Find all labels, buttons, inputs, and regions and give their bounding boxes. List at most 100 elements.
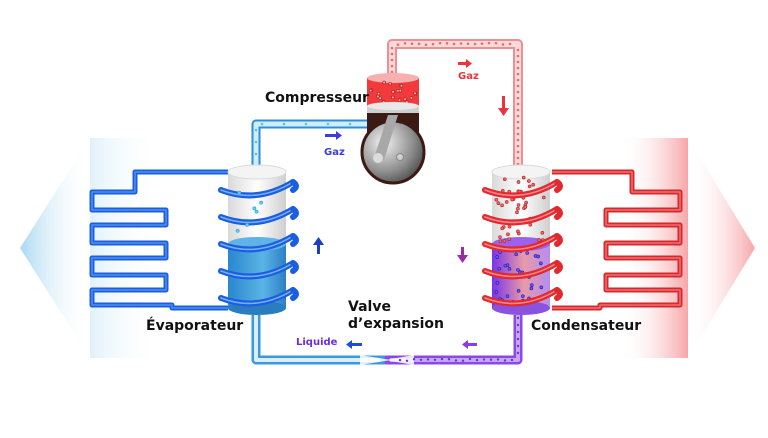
particle bbox=[541, 195, 546, 200]
particle bbox=[516, 289, 521, 293]
particle bbox=[516, 78, 520, 82]
particle bbox=[516, 180, 521, 184]
particle bbox=[529, 286, 534, 291]
particle bbox=[494, 41, 498, 45]
particle bbox=[516, 323, 520, 327]
particle bbox=[506, 232, 510, 237]
particle bbox=[507, 224, 512, 229]
particle bbox=[516, 351, 520, 355]
arrow-down-condenser bbox=[457, 247, 468, 263]
particle bbox=[507, 237, 512, 241]
particle bbox=[235, 228, 240, 233]
particle bbox=[391, 90, 395, 94]
liquid-label: Liquide bbox=[296, 337, 338, 348]
particle bbox=[516, 316, 520, 320]
particle bbox=[508, 42, 512, 46]
particle bbox=[390, 52, 394, 56]
particle bbox=[452, 42, 456, 46]
particle bbox=[510, 358, 514, 362]
evaporator-label: Évaporateur bbox=[146, 318, 244, 334]
particle bbox=[259, 200, 264, 205]
particle bbox=[527, 179, 531, 183]
particle bbox=[516, 268, 520, 272]
particle bbox=[368, 88, 373, 93]
particle bbox=[516, 114, 520, 118]
particle bbox=[454, 359, 458, 362]
particle bbox=[473, 42, 477, 46]
particle bbox=[504, 200, 509, 204]
arrow-up-evaporator bbox=[313, 237, 324, 254]
particle bbox=[502, 239, 507, 243]
particle bbox=[503, 263, 508, 268]
particle bbox=[413, 91, 417, 96]
particle bbox=[516, 150, 520, 154]
particle bbox=[531, 182, 535, 187]
particle bbox=[525, 251, 530, 255]
liquid-particles bbox=[398, 316, 520, 363]
particle bbox=[397, 98, 402, 102]
particle bbox=[409, 96, 414, 100]
particle bbox=[254, 152, 258, 156]
particle bbox=[516, 48, 520, 52]
arrow-left-warm-liquid bbox=[462, 340, 477, 349]
particle bbox=[390, 46, 394, 50]
particle bbox=[494, 197, 499, 202]
cold-air-arrow bbox=[20, 138, 90, 358]
particle bbox=[237, 190, 242, 195]
particle bbox=[500, 203, 504, 208]
particle bbox=[390, 70, 394, 74]
compressor bbox=[360, 73, 426, 185]
particle bbox=[527, 184, 532, 189]
particle bbox=[399, 84, 404, 88]
particle bbox=[515, 210, 519, 215]
particle bbox=[516, 203, 521, 207]
particle bbox=[533, 254, 538, 258]
particle bbox=[482, 358, 486, 361]
particle bbox=[496, 201, 501, 206]
particle bbox=[489, 358, 493, 361]
particle bbox=[507, 267, 512, 271]
particle bbox=[438, 41, 442, 45]
particle bbox=[516, 132, 520, 136]
particle bbox=[516, 330, 520, 334]
particle bbox=[426, 358, 430, 361]
particle bbox=[497, 266, 502, 271]
particle bbox=[378, 96, 382, 100]
particle bbox=[530, 283, 534, 287]
valve-label-line1: Valve bbox=[348, 299, 391, 315]
particle bbox=[376, 91, 381, 96]
particle bbox=[516, 54, 520, 58]
condenser-label: Condensateur bbox=[531, 318, 642, 334]
evaporator-particles bbox=[235, 190, 264, 233]
particle bbox=[516, 138, 520, 142]
cold-air-arrow-body bbox=[90, 138, 160, 358]
particle bbox=[510, 197, 514, 202]
particle bbox=[514, 252, 518, 257]
particle bbox=[516, 156, 520, 160]
evaporator-coil bbox=[218, 179, 299, 307]
hot-gas-label: Gaz bbox=[458, 71, 479, 82]
particle bbox=[516, 102, 520, 106]
particle bbox=[403, 97, 407, 101]
hot-air-arrow bbox=[688, 138, 755, 358]
particle bbox=[475, 358, 479, 362]
particle bbox=[495, 281, 500, 285]
particle bbox=[461, 359, 465, 362]
particle bbox=[459, 42, 463, 45]
particle bbox=[503, 177, 507, 182]
particle bbox=[494, 290, 499, 294]
particle bbox=[445, 42, 449, 45]
arrow-left-liquid bbox=[346, 340, 362, 349]
particle bbox=[466, 42, 470, 46]
cold-gas-label: Gaz bbox=[324, 147, 345, 158]
particle bbox=[521, 175, 526, 180]
particle bbox=[516, 144, 520, 148]
particle bbox=[326, 122, 330, 126]
particle bbox=[516, 108, 520, 112]
particle bbox=[521, 294, 525, 298]
particle bbox=[539, 285, 544, 290]
particle bbox=[516, 120, 520, 124]
particle bbox=[348, 122, 352, 126]
particle bbox=[252, 206, 257, 211]
